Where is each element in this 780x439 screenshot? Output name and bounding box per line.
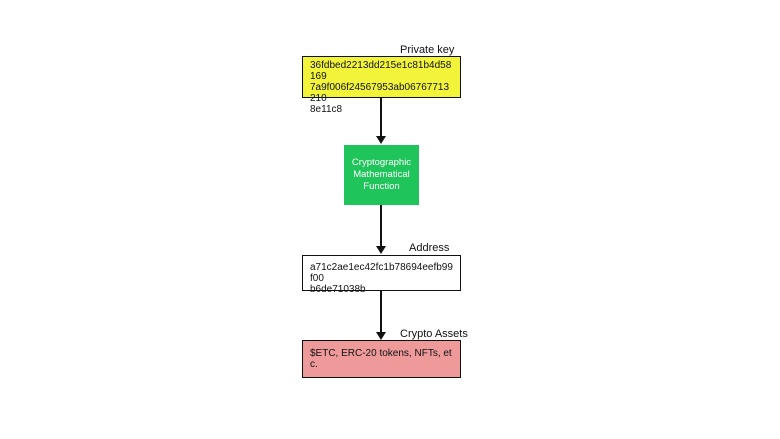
address-label: Address [409, 242, 450, 254]
address-value: a71c2ae1ec42fc1b78694eefb99f00 b6de71038… [310, 262, 453, 295]
crypto-assets-box: $ETC, ERC-20 tokens, NFTs, etc. [302, 340, 461, 378]
cryptographic-function-text: Cryptographic Mathematical Function [351, 157, 412, 192]
arrow-head-icon [376, 246, 386, 254]
crypto-assets-value: $ETC, ERC-20 tokens, NFTs, etc. [310, 348, 452, 370]
arrow-address-to-assets [376, 291, 386, 340]
arrow-head-icon [376, 332, 386, 340]
private-key-value: 36fdbed2213dd215e1c81b4d58169 7a9f006f24… [310, 60, 452, 115]
arrow-function-to-address [376, 205, 386, 254]
address-box: a71c2ae1ec42fc1b78694eefb99f00 b6de71038… [302, 255, 461, 295]
arrow-head-icon [376, 136, 386, 144]
cryptographic-function-box: Cryptographic Mathematical Function [344, 145, 419, 205]
arrow-private-key-to-function [376, 98, 386, 144]
private-key-box: 36fdbed2213dd215e1c81b4d58169 7a9f006f24… [302, 56, 461, 115]
private-key-label: Private key [400, 44, 455, 56]
crypto-assets-label: Crypto Assets [400, 328, 468, 340]
